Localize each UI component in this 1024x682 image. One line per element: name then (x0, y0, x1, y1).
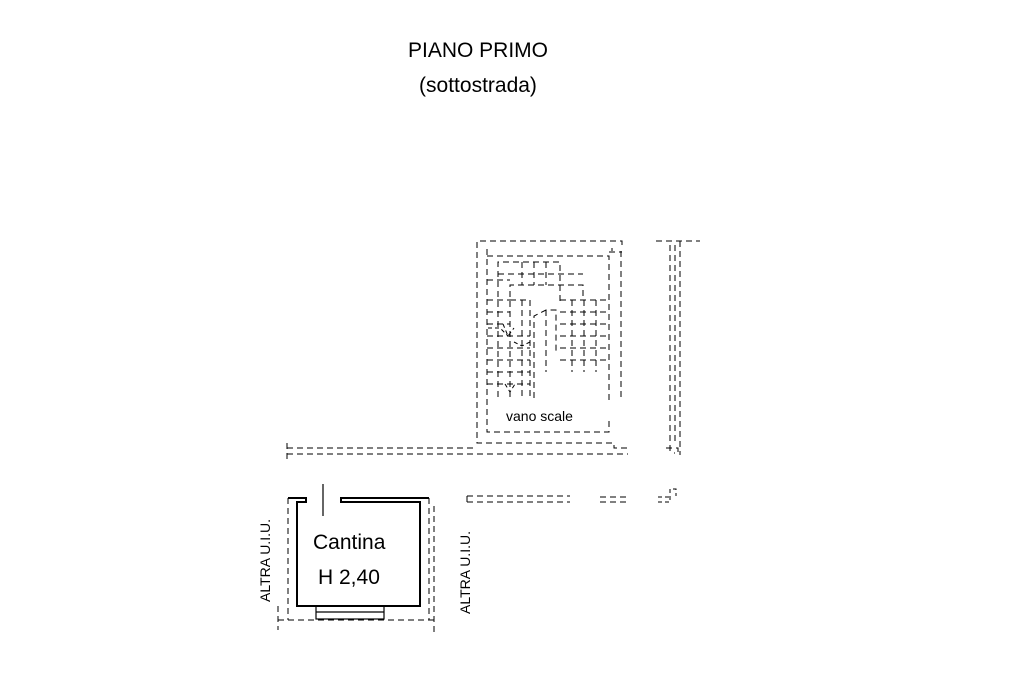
adjacent-unit-left-label: ALTRA U.I.U. (257, 519, 273, 602)
right-wall (656, 240, 700, 455)
room-name-label: Cantina (313, 531, 386, 554)
corridor-wall (286, 443, 628, 462)
stairwell-label: vano scale (506, 408, 573, 424)
adjacent-unit-right-label: ALTRA U.I.U. (457, 531, 473, 614)
stair-steps (487, 261, 609, 398)
stairwell-walls (476, 240, 628, 449)
room-height-label: H 2,40 (318, 566, 380, 589)
floor-subtitle: (sottostrada) (419, 74, 537, 97)
cantina-room (277, 484, 435, 635)
floor-title: PIANO PRIMO (407, 39, 549, 62)
lower-wall (466, 488, 677, 503)
